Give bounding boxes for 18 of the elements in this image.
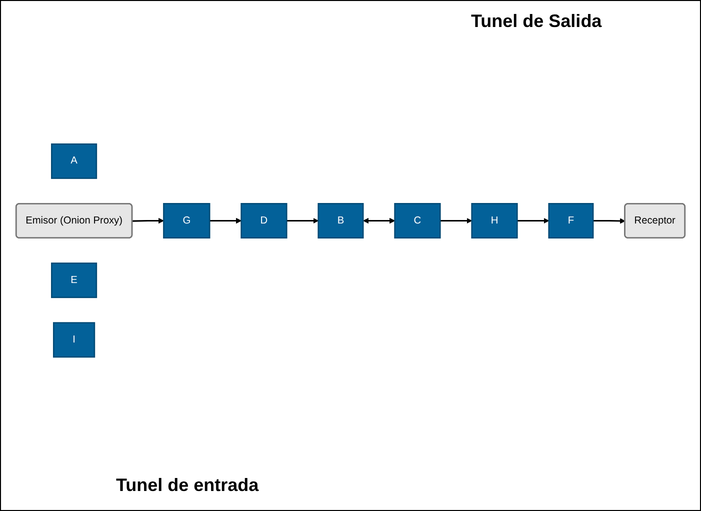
node-box: C [394,203,441,239]
node-box: H [471,203,518,239]
tunnel-label: Tunel de entrada [116,475,259,496]
arrow [286,218,319,224]
tunnel-label: Tunel de Salida [471,11,602,32]
node-box: G [163,203,210,239]
arrow [440,218,472,224]
node-box: A [51,144,98,180]
node-box: F [548,203,594,239]
arrow [132,218,164,224]
arrow [593,218,626,224]
arrow [210,218,242,224]
arrow [517,218,550,224]
node-box: I [52,322,96,358]
arrow [363,218,396,224]
node-box: B [318,203,364,239]
node-box: E [51,263,98,299]
node-box: D [240,203,288,239]
